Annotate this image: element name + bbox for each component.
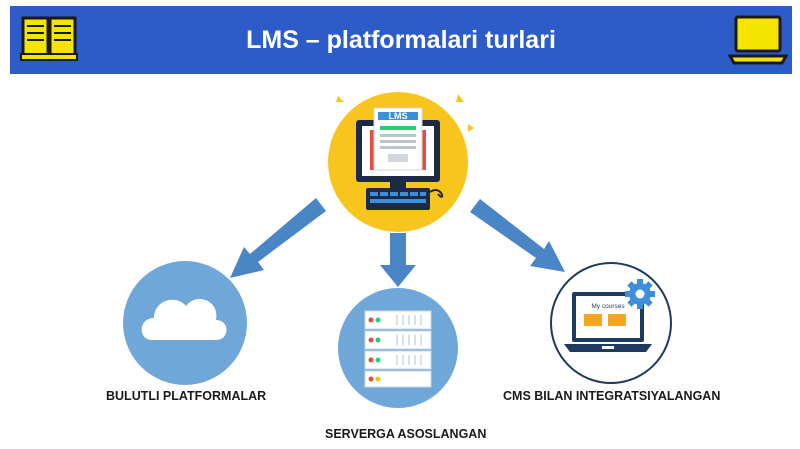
cms-laptop-icon: My courses: [550, 262, 672, 384]
lms-screen-label: LMS: [389, 111, 408, 121]
page-title: LMS – platformalari turlari: [246, 26, 556, 54]
cloud-node: [120, 258, 250, 388]
server-icon: [338, 288, 458, 408]
cms-screen-title: My courses: [591, 303, 625, 310]
lms-computer-icon: LMS: [328, 92, 474, 232]
cloud-icon: [123, 261, 247, 385]
laptop-icon: [728, 15, 788, 65]
node-label-cms: CMS BILAN INTEGRATSIYALANGAN: [503, 389, 721, 403]
arrow-down: [380, 233, 416, 287]
gear-icon: [625, 279, 655, 309]
node-label-cloud: BULUTLI PLATFORMALAR: [106, 389, 267, 403]
server-node: [335, 285, 461, 411]
open-book-icon: [20, 16, 78, 61]
header-bar: LMS – platformalari turlari: [10, 6, 792, 74]
node-label-server: SERVERGA ASOSLANGAN: [325, 427, 487, 441]
arrow-right: [470, 199, 565, 272]
arrow-left: [230, 198, 326, 278]
cms-node: My courses: [546, 258, 676, 388]
